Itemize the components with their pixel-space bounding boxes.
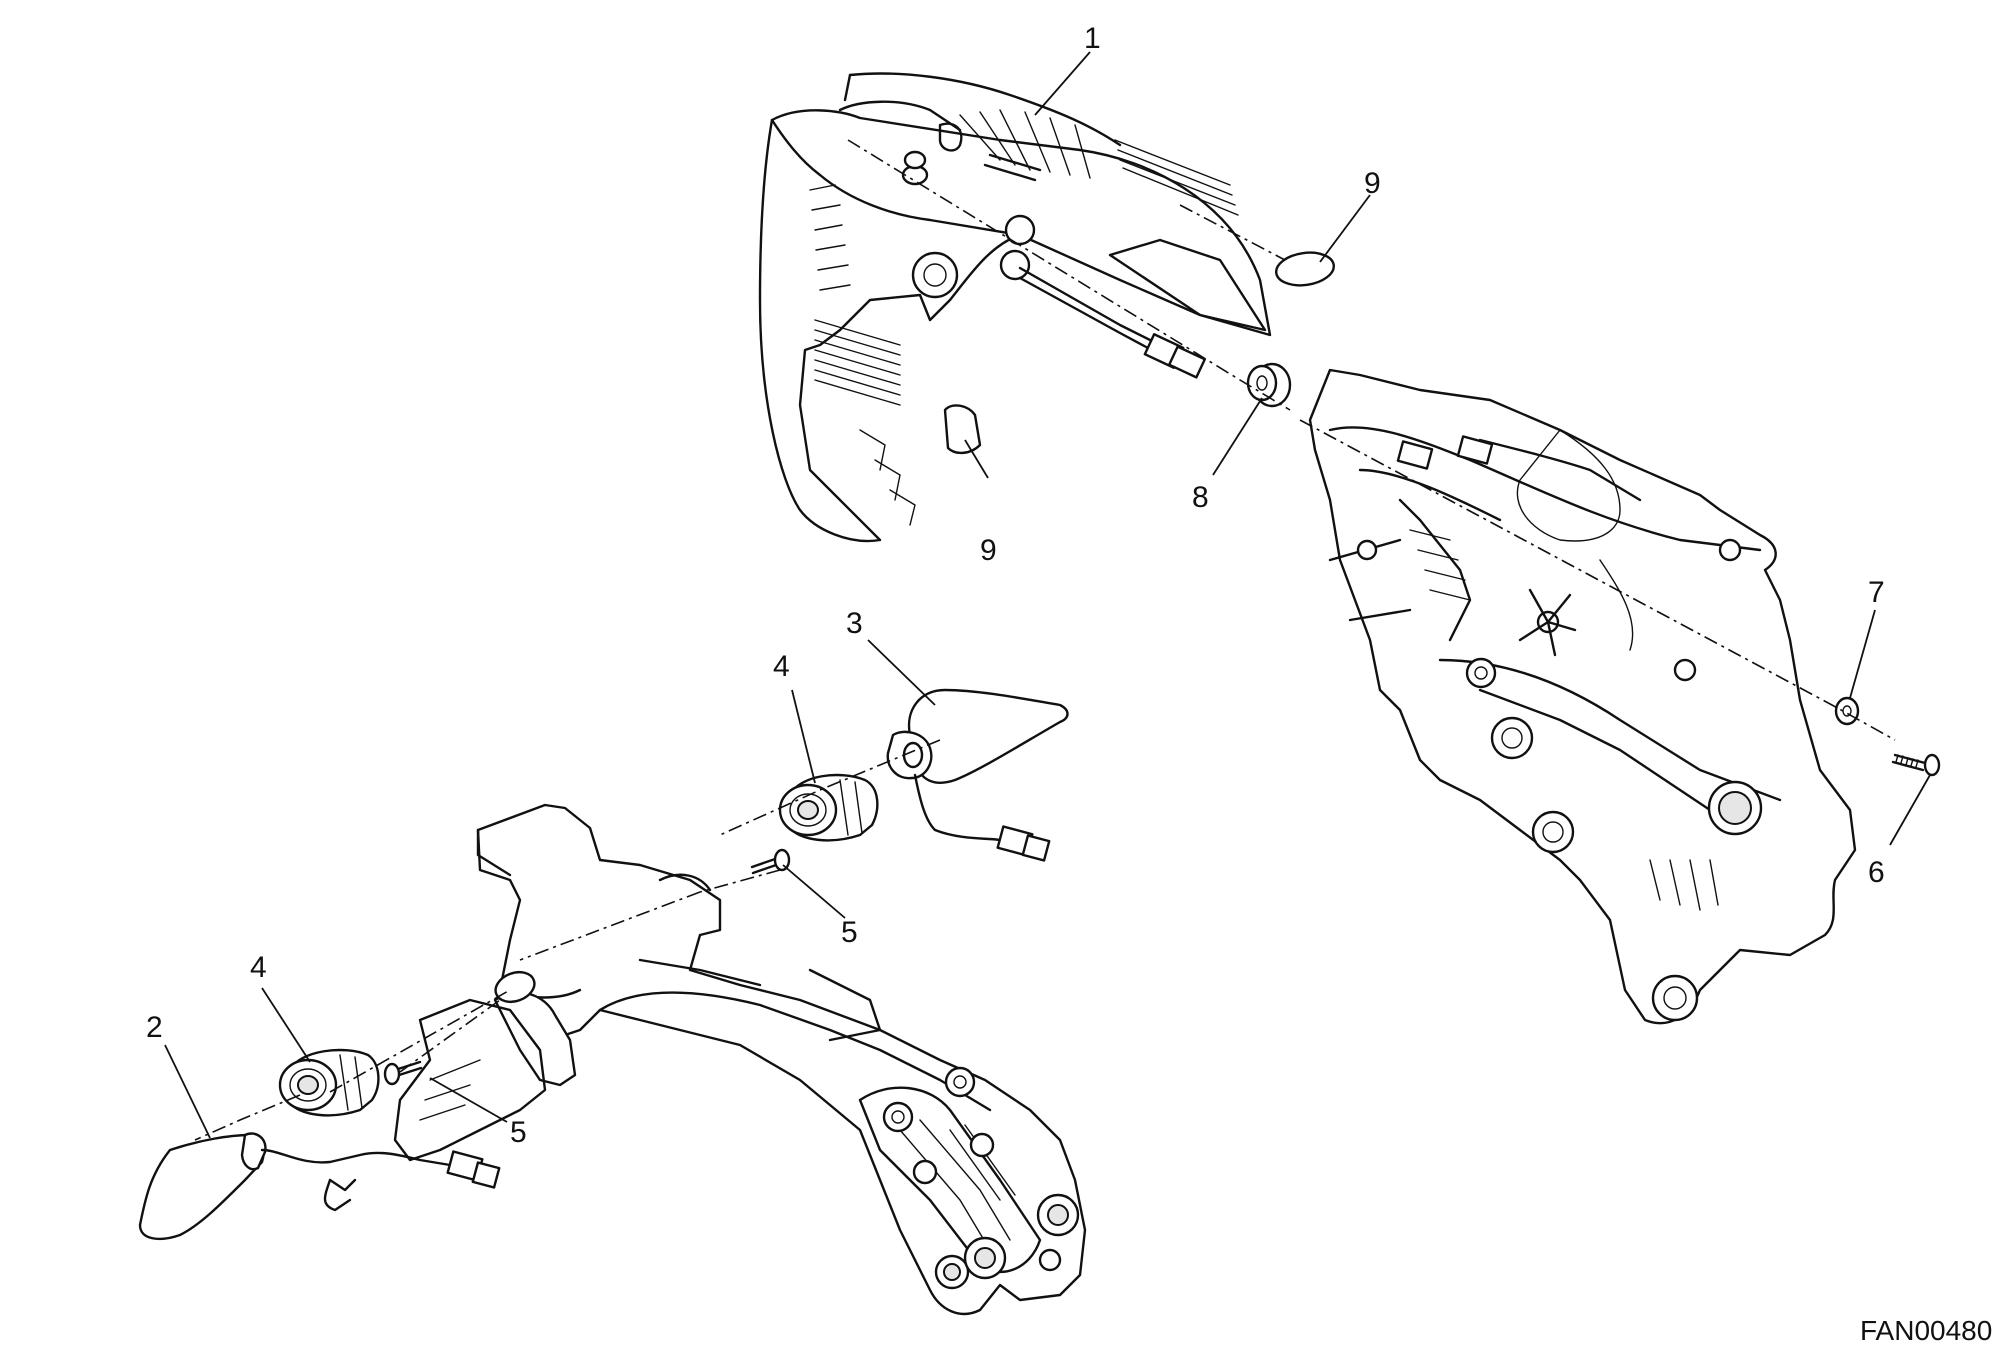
callout-5-lower: 5 — [510, 1116, 527, 1149]
part-rubber-mount-4-upper — [778, 773, 879, 842]
document-code: FAN00480 — [1860, 1315, 1992, 1346]
part-washer-7 — [1834, 696, 1860, 726]
callout-1: 1 — [1084, 22, 1101, 55]
part-screw-6 — [1891, 753, 1941, 777]
callout-7: 7 — [1868, 576, 1885, 609]
callout-4-upper: 4 — [773, 650, 790, 683]
callout-3: 3 — [846, 607, 863, 640]
part-tail-light-housing — [758, 72, 1272, 543]
axis-lines — [194, 139, 1896, 1141]
part-grommet-8 — [1246, 362, 1292, 408]
callout-2: 2 — [146, 1011, 163, 1044]
part-rear-subframe — [1308, 368, 1857, 1025]
callouts: 1 9 9 8 7 6 3 4 5 4 2 5 — [146, 22, 1885, 1149]
part-cap-9-upper — [1274, 251, 1336, 287]
callout-5-upper: 5 — [841, 916, 858, 949]
star-bracket-icon — [1518, 588, 1577, 657]
part-turn-signal-2 — [138, 1132, 501, 1241]
part-cap-9-lower — [943, 404, 982, 455]
callout-6: 6 — [1868, 856, 1885, 889]
part-screw-5-upper — [750, 848, 791, 875]
part-plate-holder-arm — [328, 803, 1087, 1316]
callout-9-lower: 9 — [980, 534, 997, 567]
callout-8: 8 — [1192, 481, 1209, 514]
callout-9-upper: 9 — [1364, 167, 1381, 200]
part-rubber-mount-4-lower — [278, 1048, 380, 1117]
leader-lines — [164, 51, 1931, 1139]
callout-4-lower: 4 — [250, 951, 267, 984]
part-turn-signal-3 — [886, 688, 1069, 862]
